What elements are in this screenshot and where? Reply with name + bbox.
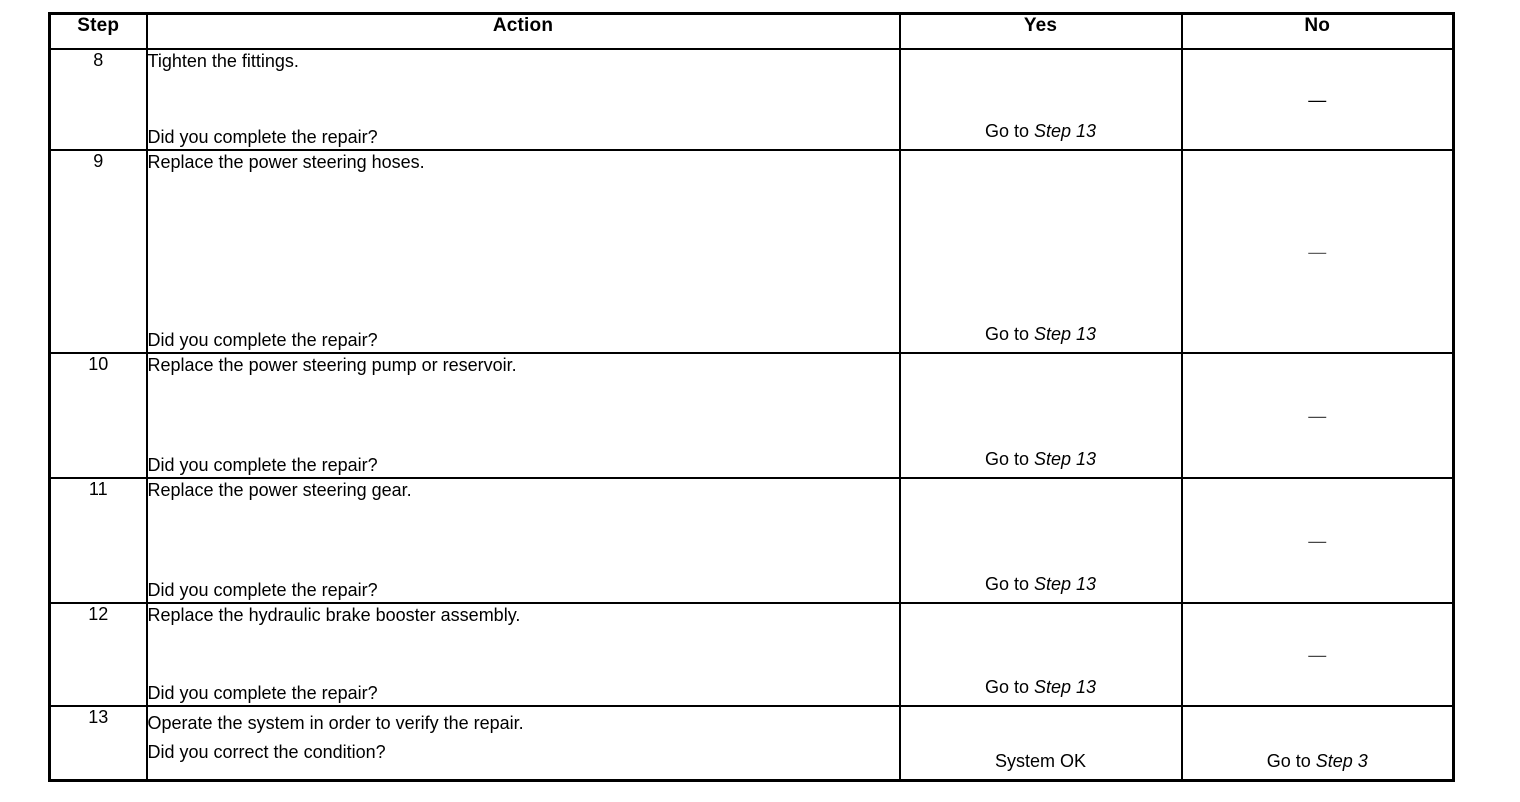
column-header-step: Step bbox=[48, 12, 148, 50]
diagnostic-procedure-table: Step Action Yes No 8 Tighten the fitting… bbox=[48, 12, 1455, 782]
no-cell: — bbox=[1180, 602, 1455, 707]
action-question: Did you correct the condition? bbox=[147, 741, 386, 762]
action-title: Replace the power steering pump or reser… bbox=[147, 355, 517, 375]
no-answer-dash: — bbox=[1308, 89, 1327, 110]
yes-prefix: System OK bbox=[994, 751, 1087, 771]
no-prefix: Go to bbox=[1266, 751, 1316, 771]
yes-prefix: Go to bbox=[984, 574, 1034, 594]
action-cell: Replace the power steering gear. Did you… bbox=[145, 477, 901, 604]
no-answer-dash: — bbox=[1308, 405, 1327, 426]
step-number: 12 bbox=[48, 602, 148, 707]
yes-answer: Go to Step 13 bbox=[985, 574, 1096, 595]
action-question: Did you complete the repair? bbox=[147, 683, 378, 704]
action-cell: Replace the power steering pump or reser… bbox=[145, 352, 901, 479]
yes-answer: System OK bbox=[995, 751, 1086, 772]
action-cell: Operate the system in order to verify th… bbox=[145, 705, 901, 782]
table-body: 8 Tighten the fittings. Did you complete… bbox=[48, 48, 1455, 782]
column-header-action: Action bbox=[145, 12, 901, 50]
yes-prefix: Go to bbox=[984, 677, 1034, 697]
table-row: 12 Replace the hydraulic brake booster a… bbox=[48, 602, 1455, 707]
action-cell: Replace the power steering hoses. Did yo… bbox=[145, 149, 901, 354]
table-row: 10 Replace the power steering pump or re… bbox=[48, 352, 1455, 479]
yes-step-reference: Step 13 bbox=[1033, 574, 1097, 594]
no-cell: — bbox=[1180, 48, 1455, 151]
no-step-reference: Step 3 bbox=[1315, 751, 1368, 771]
yes-step-reference: Step 13 bbox=[1033, 324, 1097, 344]
step-number: 13 bbox=[48, 705, 148, 782]
yes-prefix: Go to bbox=[984, 449, 1034, 469]
yes-cell: Go to Step 13 bbox=[898, 48, 1183, 151]
yes-cell: Go to Step 13 bbox=[898, 352, 1183, 479]
no-cell: — bbox=[1180, 477, 1455, 604]
yes-cell: Go to Step 13 bbox=[898, 602, 1183, 707]
column-header-yes: Yes bbox=[898, 12, 1183, 50]
yes-cell: Go to Step 13 bbox=[898, 477, 1183, 604]
action-cell: Tighten the fittings. Did you complete t… bbox=[145, 48, 901, 151]
action-question: Did you complete the repair? bbox=[147, 127, 378, 148]
table-row: 9 Replace the power steering hoses. Did … bbox=[48, 149, 1455, 354]
table-row: 8 Tighten the fittings. Did you complete… bbox=[48, 48, 1455, 151]
no-answer: Go to Step 3 bbox=[1267, 751, 1368, 772]
no-cell: — bbox=[1180, 149, 1455, 354]
yes-prefix: Go to bbox=[984, 324, 1034, 344]
step-number: 11 bbox=[48, 477, 148, 604]
yes-answer: Go to Step 13 bbox=[985, 121, 1096, 142]
yes-prefix: Go to bbox=[984, 121, 1034, 141]
action-question: Did you complete the repair? bbox=[147, 580, 378, 601]
step-number: 8 bbox=[48, 48, 148, 151]
no-answer-dash: — bbox=[1308, 644, 1327, 665]
yes-cell: Go to Step 13 bbox=[898, 149, 1183, 354]
no-cell: Go to Step 3 bbox=[1180, 705, 1455, 782]
yes-step-reference: Step 13 bbox=[1033, 449, 1097, 469]
action-cell: Replace the hydraulic brake booster asse… bbox=[145, 602, 901, 707]
no-answer-dash: — bbox=[1308, 530, 1327, 551]
yes-step-reference: Step 13 bbox=[1033, 121, 1097, 141]
action-title: Replace the power steering hoses. bbox=[147, 152, 425, 172]
yes-step-reference: Step 13 bbox=[1033, 677, 1097, 697]
action-question: Did you complete the repair? bbox=[147, 455, 378, 476]
step-number: 9 bbox=[48, 149, 148, 354]
header-row: Step Action Yes No bbox=[48, 12, 1455, 50]
yes-answer: Go to Step 13 bbox=[985, 324, 1096, 345]
action-title: Tighten the fittings. bbox=[147, 51, 299, 71]
action-question: Did you complete the repair? bbox=[147, 330, 378, 351]
yes-answer: Go to Step 13 bbox=[985, 677, 1096, 698]
action-title: Replace the power steering gear. bbox=[147, 480, 412, 500]
action-title: Replace the hydraulic brake booster asse… bbox=[147, 605, 521, 625]
table-header: Step Action Yes No bbox=[48, 12, 1455, 50]
no-answer-dash: — bbox=[1308, 241, 1327, 262]
yes-answer: Go to Step 13 bbox=[985, 449, 1096, 470]
action-title: Operate the system in order to verify th… bbox=[147, 713, 524, 733]
step-number: 10 bbox=[48, 352, 148, 479]
table-row: 11 Replace the power steering gear. Did … bbox=[48, 477, 1455, 604]
column-header-no: No bbox=[1180, 12, 1455, 50]
yes-cell: System OK bbox=[898, 705, 1183, 782]
table-row: 13 Operate the system in order to verify… bbox=[48, 705, 1455, 782]
no-cell: — bbox=[1180, 352, 1455, 479]
